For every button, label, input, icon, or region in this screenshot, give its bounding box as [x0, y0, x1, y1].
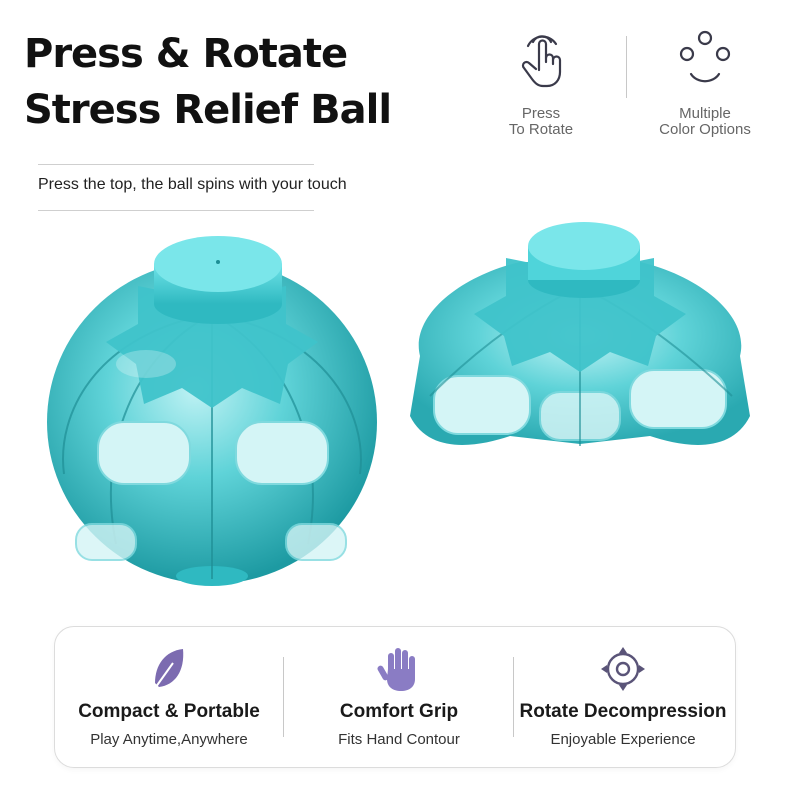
features-card: Compact & Portable Play Anytime,Anywhere… [54, 626, 736, 768]
page-title: Press & Rotate Stress Relief Ball [24, 26, 392, 138]
feature-compact-portable: Compact & Portable Play Anytime,Anywhere [59, 645, 279, 748]
feather-icon [152, 649, 184, 692]
feature-colors-line2: Color Options [659, 121, 751, 138]
feature-comfort-grip: Comfort Grip Fits Hand Contour [289, 645, 509, 748]
rotate-decompression-title: Rotate Decompression [519, 701, 727, 722]
subtitle: Press the top, the ball spins with your … [38, 176, 347, 193]
feature-press-to-rotate: Press To Rotate [466, 28, 616, 138]
card-divider-1 [283, 657, 284, 737]
feature-press-line2: To Rotate [508, 121, 574, 138]
feature-colors-line1: Multiple [679, 105, 731, 122]
stress-ball-round-image [47, 236, 377, 586]
feature-rotate-decompression: Rotate Decompression Enjoyable Experienc… [513, 645, 733, 748]
press-hand-icon [521, 35, 562, 88]
title-line-1: Press & Rotate [24, 31, 348, 77]
title-line-2: Stress Relief Ball [24, 87, 392, 133]
feature-press-line1: Press [521, 105, 561, 122]
card-divider-2 [513, 657, 514, 737]
rotate-target-icon [601, 647, 645, 691]
divider-top [38, 164, 314, 165]
compact-portable-title: Compact & Portable [78, 701, 260, 722]
compact-portable-subtitle: Play Anytime,Anywhere [90, 731, 248, 748]
divider-bottom [38, 210, 314, 211]
color-dots-icon [679, 30, 731, 83]
rotate-decompression-subtitle: Enjoyable Experience [550, 731, 696, 748]
comfort-grip-title: Comfort Grip [339, 701, 459, 722]
stress-ball-flat-image [410, 222, 750, 446]
feature-multiple-colors: Multiple Color Options [630, 28, 780, 138]
comfort-grip-subtitle: Fits Hand Contour [338, 731, 460, 748]
glove-hand-icon [377, 648, 415, 691]
feature-divider [626, 36, 627, 98]
